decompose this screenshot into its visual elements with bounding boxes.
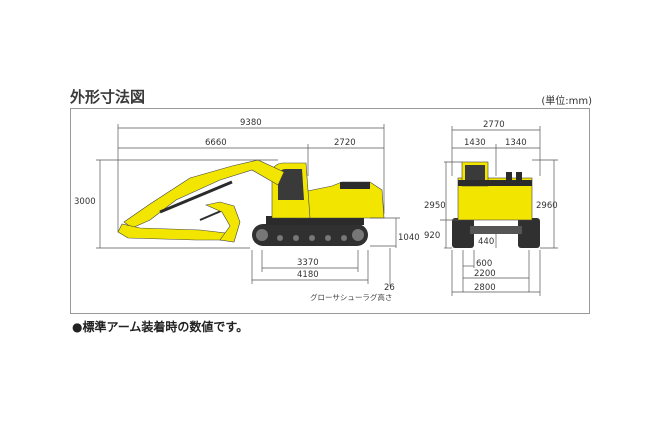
dim-upper-left: 1430 <box>464 138 486 148</box>
dim-cab-height: 2950 <box>424 201 446 211</box>
side-dimensions: 9380 6660 2720 3000 3370 4180 1040 26 グロ… <box>74 118 420 302</box>
left-track <box>452 218 474 248</box>
dim-overall-width: 2770 <box>483 120 505 130</box>
dim-rear-length: 2720 <box>334 138 356 148</box>
dim-grouser-height: 26 <box>384 283 395 293</box>
dim-track-length: 4180 <box>297 270 319 280</box>
right-track <box>518 218 540 248</box>
dim-front-length: 6660 <box>205 138 227 148</box>
dim-counterweight-clearance: 1040 <box>398 233 420 243</box>
dim-front-height: 2960 <box>536 201 558 211</box>
grouser-label: グローサシューラグ高さ <box>310 292 392 302</box>
dim-shoe-width: 600 <box>476 259 492 269</box>
footnote: ●標準アーム装着時の数値です。 <box>72 320 249 334</box>
dim-upper-right: 1340 <box>505 138 527 148</box>
excavator-side-view <box>117 159 385 246</box>
dim-tumbler-distance: 3370 <box>297 258 319 268</box>
dim-track-gauge: 2200 <box>474 269 496 279</box>
drawing-frame <box>70 108 590 314</box>
excavator-front-view <box>452 161 540 248</box>
unit-label: (単位:mm) <box>541 96 592 107</box>
dim-front-ground-clearance: 440 <box>478 237 494 247</box>
side-track <box>252 224 368 246</box>
dim-overall-length: 9380 <box>240 118 262 128</box>
page-title: 外形寸法図 <box>70 88 146 106</box>
dim-overall-height: 3000 <box>74 197 96 207</box>
front-dimensions: 2770 1430 1340 2950 920 2960 440 600 220… <box>424 120 558 296</box>
bucket <box>205 201 241 243</box>
dim-ground-clearance-side: 920 <box>424 231 440 241</box>
dim-undercarriage-width: 2800 <box>474 283 496 293</box>
